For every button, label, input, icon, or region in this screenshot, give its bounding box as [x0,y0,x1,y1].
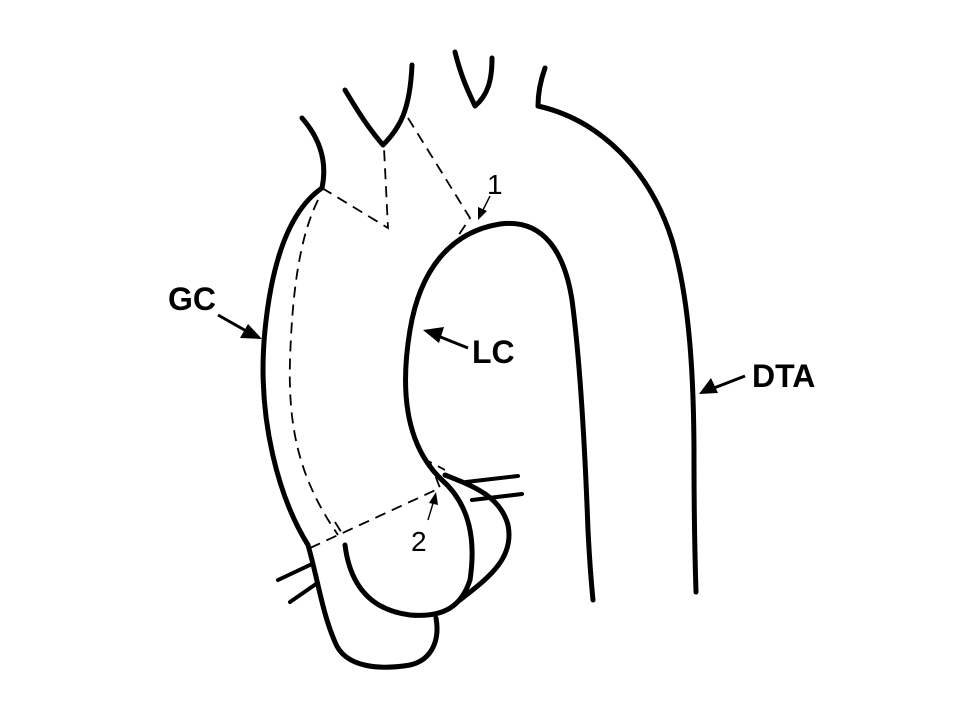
brachiocephalic-vessel-stub [299,115,327,191]
left-coronary-vessel [464,474,520,484]
aortic-root-sinus-left [342,477,475,618]
aortic-root-sinus-right [442,472,512,603]
point1-label: 1 [487,169,503,200]
right-coronary-vessel-2 [288,582,318,604]
gc-label: GC [168,281,216,317]
descending-aorta-outer-wall [535,65,699,595]
dta-label: DTA [752,358,815,394]
dashed-root-chord [334,521,344,536]
right-coronary-vessel [276,562,314,582]
greater-curvature-wall [260,185,440,670]
gc-arrow-line [217,313,249,334]
lc-arrow-line [437,334,469,350]
point2-label: 2 [411,526,427,557]
left-coronary-vessel-2 [470,492,524,502]
subclavian-vessel-stub [452,49,495,109]
point2-arrow-head [429,492,438,505]
dashed-ascending-boundary [321,147,389,230]
dta-arrow-head [699,378,718,394]
point1-arrow-line [481,195,491,213]
lesser-curvature-wall [403,220,596,603]
dashed-arch-boundary [407,117,472,237]
dashed-greater-curvature-line [288,199,339,536]
dta-arrow-line [713,374,746,390]
lc-arrow-head [423,327,444,343]
point1-arrow-head [478,207,487,220]
left-carotid-vessel-stub [342,62,415,148]
lc-label: LC [472,334,515,370]
gc-arrow-head [240,324,262,339]
